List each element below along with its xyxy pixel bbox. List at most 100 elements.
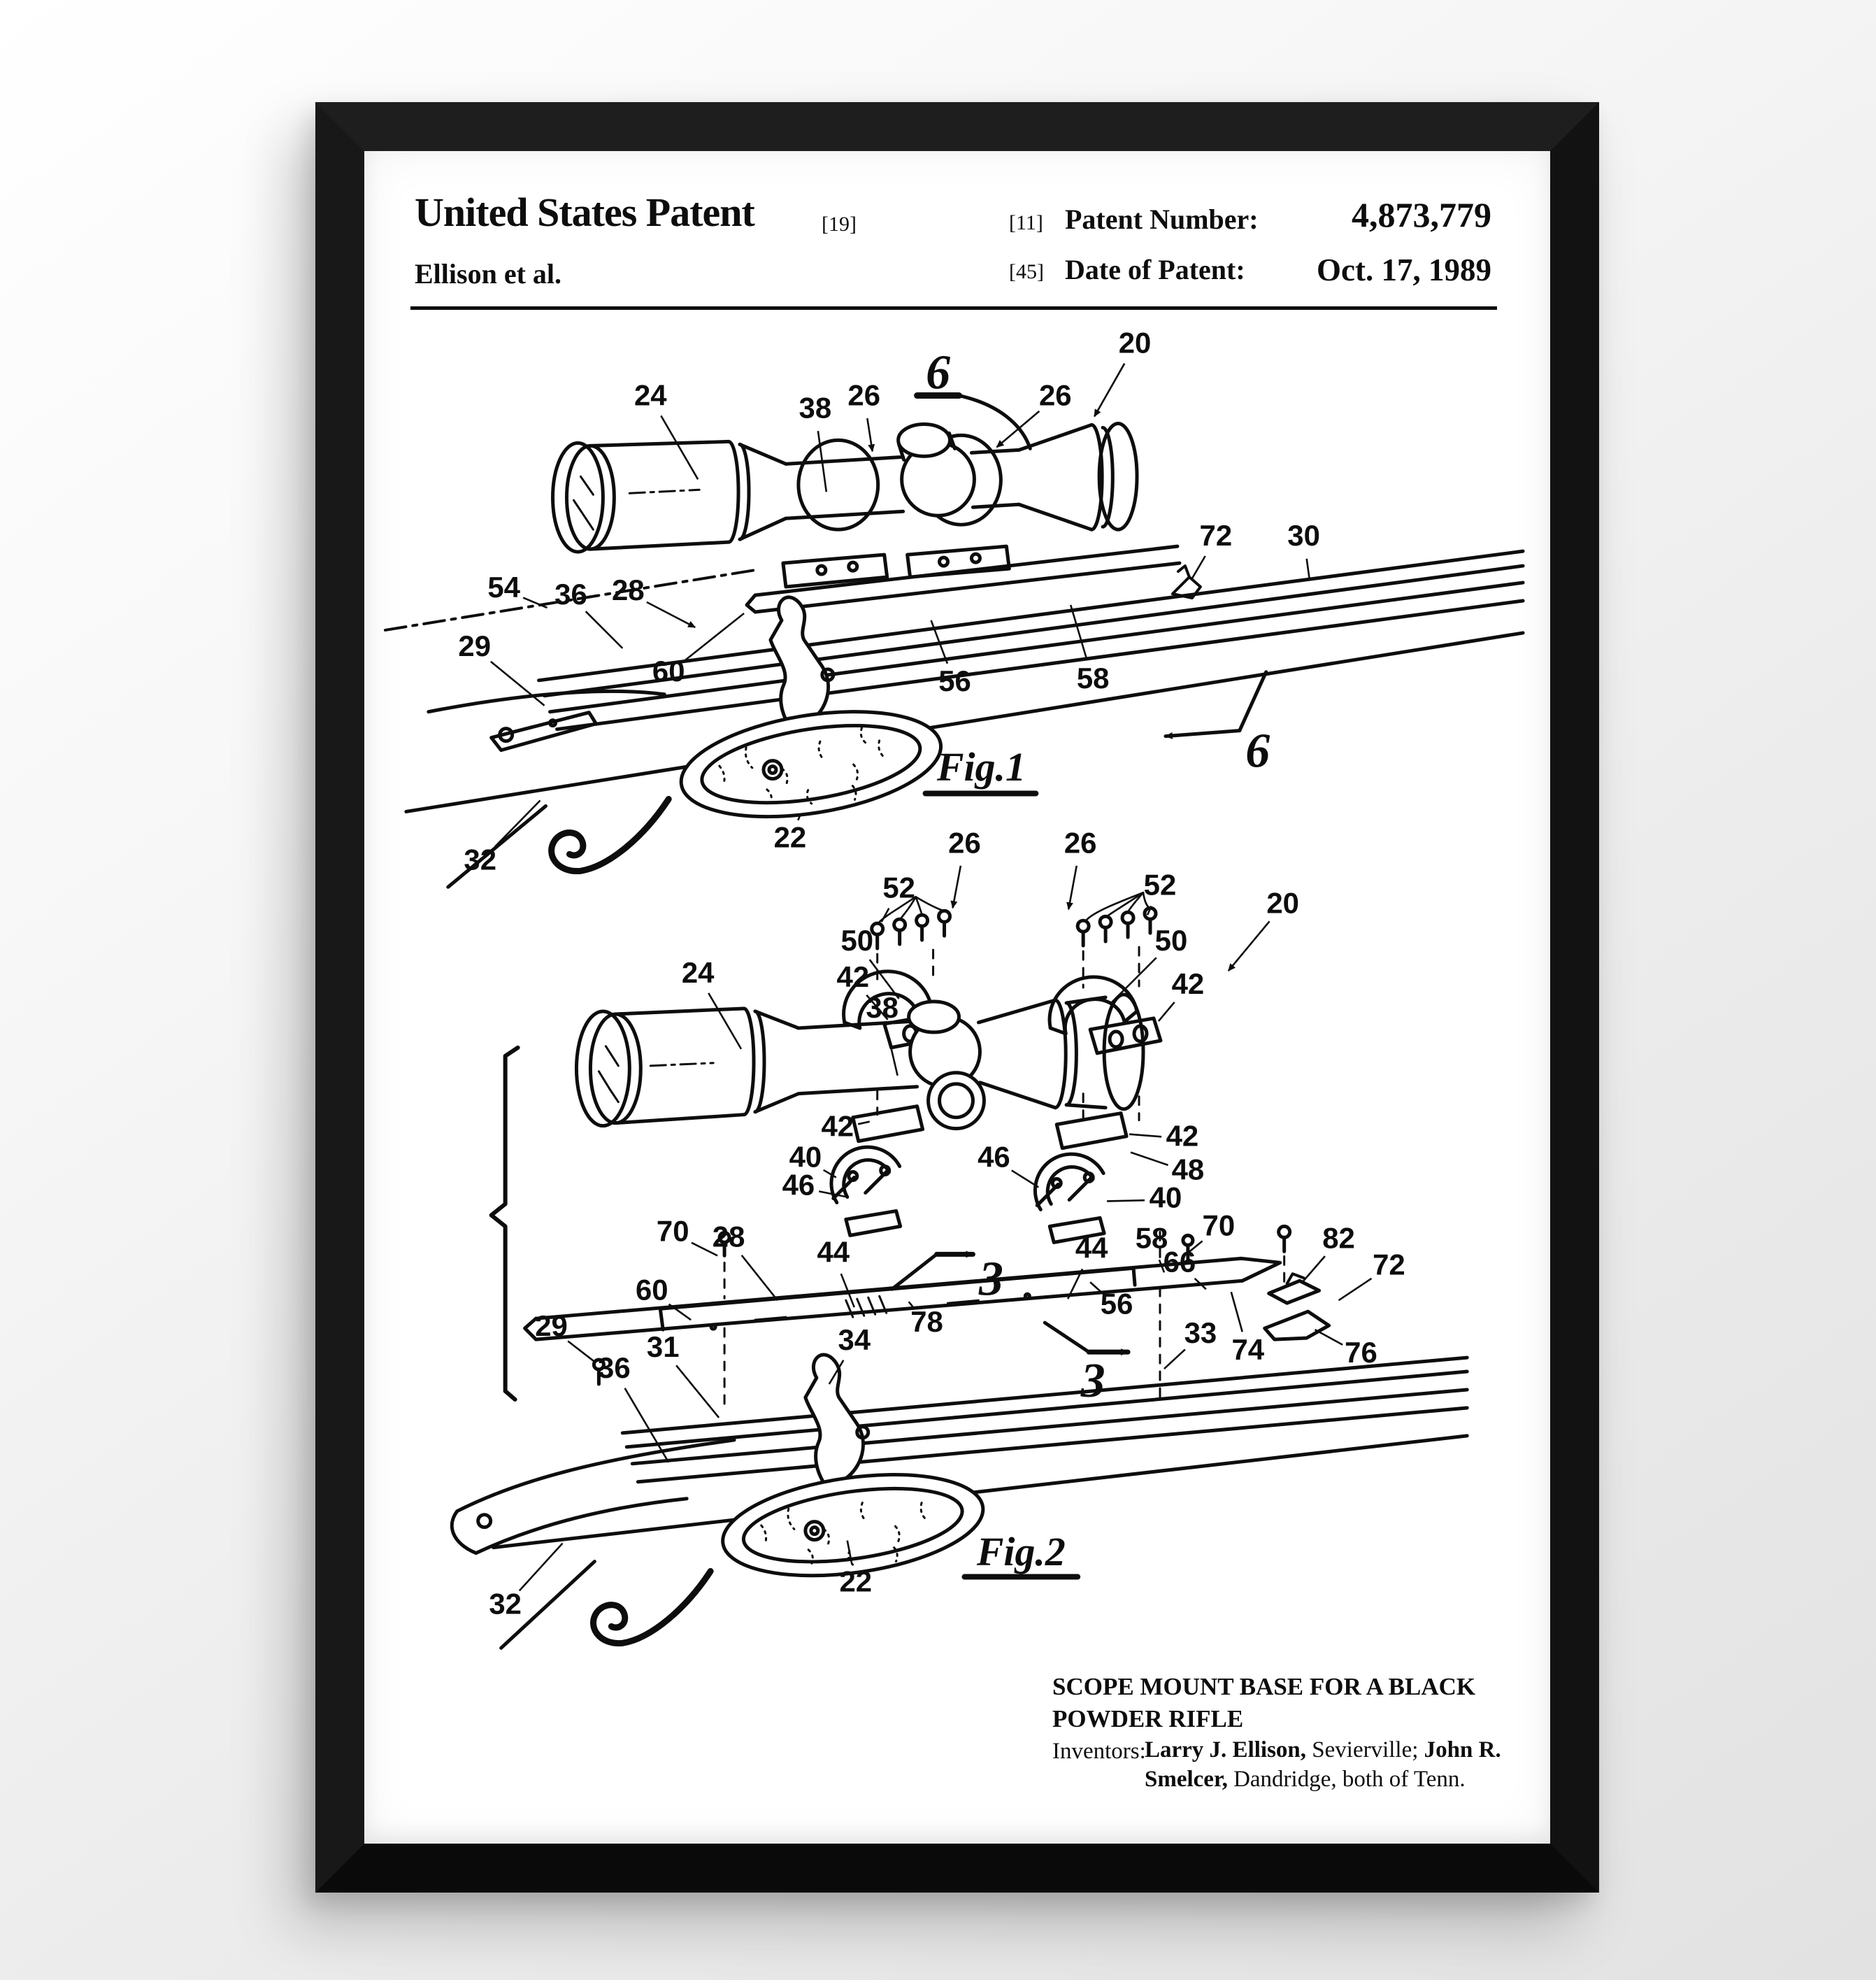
ref-numeral: 70	[1203, 1209, 1236, 1241]
field-code-11: [11]	[1009, 211, 1043, 234]
leader-line	[646, 601, 696, 629]
ref-numeral: 60	[636, 1273, 668, 1306]
ref-numeral: 24	[634, 379, 667, 412]
leader-line	[567, 1340, 596, 1363]
kind-code-19: [19]	[822, 213, 857, 236]
ref-numeral: 46	[978, 1141, 1010, 1174]
ref-numeral: 29	[535, 1309, 568, 1342]
leader-line	[840, 1273, 855, 1308]
ref-numeral: 28	[612, 574, 645, 606]
ref-numeral: 22	[839, 1565, 872, 1598]
inventors-line-1: Larry J. Ellison, Sevierville; John R.	[1145, 1737, 1501, 1763]
leader-line	[1107, 1199, 1145, 1202]
patent-date-label: Date of Patent:	[1065, 254, 1245, 285]
leader-line	[1130, 1151, 1168, 1167]
leader-line	[691, 1241, 718, 1257]
leader-line	[675, 1365, 720, 1418]
patent-date-value: Oct. 17, 1989	[1317, 252, 1491, 287]
ref-numeral: 52	[1144, 868, 1177, 901]
ref-numeral: 48	[1172, 1153, 1205, 1186]
ref-numeral: 82	[1322, 1221, 1355, 1254]
ref-numeral: 50	[1155, 924, 1188, 957]
fig1-drawing	[383, 392, 1525, 889]
ref-numeral: 42	[836, 960, 869, 993]
leader-line	[797, 815, 801, 821]
leader-line	[1191, 555, 1206, 579]
leader-line	[866, 418, 875, 453]
leader-line	[1230, 1291, 1243, 1332]
leader-line	[1069, 604, 1088, 661]
ref-numeral: 29	[458, 629, 491, 662]
figure-caption: Fig.2	[976, 1529, 1066, 1574]
ref-numeral: 6	[1245, 725, 1270, 778]
ref-numeral: 40	[789, 1141, 822, 1174]
ref-numeral: 34	[838, 1323, 871, 1356]
leader-line	[819, 1190, 848, 1198]
ref-numeral: 32	[489, 1588, 522, 1621]
ref-numeral: 38	[799, 392, 832, 425]
patent-authors: Ellison et al.	[415, 258, 562, 290]
ref-numeral: 30	[1287, 519, 1320, 552]
leader-line	[624, 1388, 670, 1463]
leader-line	[857, 1120, 870, 1125]
invention-title-line1: SCOPE MOUNT BASE FOR A BLACK	[1052, 1673, 1476, 1700]
ref-numeral: 58	[1077, 662, 1110, 695]
ref-numeral: 70	[657, 1214, 689, 1247]
inventors-text-part: Smelcer,	[1145, 1767, 1228, 1792]
leader-line	[828, 1360, 845, 1385]
ref-numeral: 40	[1150, 1181, 1182, 1214]
ref-numeral: 36	[554, 578, 587, 611]
leader-line	[823, 1169, 837, 1178]
ref-numeral: 32	[464, 843, 496, 876]
patent-number-label: Patent Number:	[1065, 204, 1259, 235]
leader-line	[522, 597, 548, 609]
leader-line	[1011, 1169, 1039, 1188]
ref-numeral: 3	[1080, 1354, 1105, 1408]
patent-title: United States Patent	[415, 190, 755, 235]
leader-line	[1157, 1002, 1175, 1022]
leader-line	[930, 620, 949, 664]
leader-line	[1227, 920, 1270, 971]
leader-line	[1158, 1259, 1166, 1273]
ref-numeral: 33	[1184, 1316, 1217, 1349]
inventors-label: Inventors:	[1052, 1739, 1146, 1764]
leader-line	[1194, 1277, 1207, 1290]
ref-numeral: 6	[926, 346, 950, 400]
leader-line	[908, 1301, 915, 1309]
leader-line	[1338, 1277, 1373, 1302]
ref-numeral: 20	[1119, 327, 1152, 359]
inventors-text-part: Sevierville;	[1306, 1737, 1424, 1762]
leader-line	[660, 415, 699, 480]
leader-line	[1305, 558, 1310, 579]
leader-line	[518, 1542, 564, 1592]
leader-line	[1094, 363, 1126, 418]
picture-frame: United States Patent [19] [11] Patent Nu…	[315, 102, 1599, 1893]
leader-line	[950, 865, 962, 909]
inventors-text-part: John R.	[1424, 1737, 1501, 1762]
leader-line	[1314, 1329, 1343, 1346]
ref-numeral: 38	[866, 991, 898, 1024]
ref-numeral: 56	[1101, 1287, 1133, 1320]
ref-numeral: 31	[647, 1330, 680, 1363]
ref-numeral: 28	[713, 1220, 745, 1253]
leader-line	[1110, 957, 1157, 1004]
ref-numeral: 66	[1163, 1245, 1196, 1278]
ref-numeral: 44	[817, 1235, 850, 1268]
invention-title-line2: POWDER RIFLE	[1052, 1705, 1244, 1732]
ref-numeral: 72	[1373, 1248, 1405, 1281]
fig2-drawing	[450, 891, 1469, 1650]
leader-line	[708, 992, 743, 1050]
ref-numeral: 26	[1039, 379, 1072, 412]
leader-line	[1146, 906, 1152, 916]
ref-numeral: 26	[948, 826, 981, 859]
figure-caption: Fig.1	[936, 744, 1026, 790]
leader-line	[1089, 1281, 1102, 1293]
leader-line	[494, 799, 541, 848]
leader-line	[1067, 1268, 1084, 1299]
patent-number-value: 4,873,779	[1352, 195, 1491, 234]
leader-line	[1129, 1133, 1162, 1138]
leader-line	[740, 1255, 778, 1302]
leader-line	[868, 959, 900, 999]
ref-numeral: 54	[487, 571, 520, 604]
